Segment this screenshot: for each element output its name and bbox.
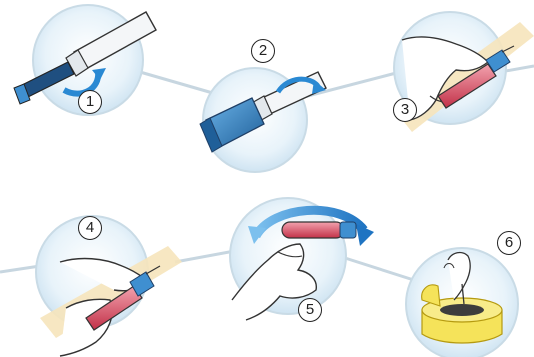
step-number-4: 4	[78, 216, 102, 240]
step-number-5: 5	[298, 298, 322, 322]
connector-in-4	[0, 266, 40, 272]
connector-5-6	[345, 258, 420, 282]
step-number-2: 2	[251, 39, 275, 63]
step-number-6: 6	[497, 231, 521, 255]
step-number-3: 3	[393, 98, 417, 122]
step-number-1: 1	[78, 90, 102, 114]
step-4-illustration	[36, 216, 182, 356]
step-2-illustration	[200, 68, 326, 172]
step-6-illustration	[406, 248, 518, 357]
